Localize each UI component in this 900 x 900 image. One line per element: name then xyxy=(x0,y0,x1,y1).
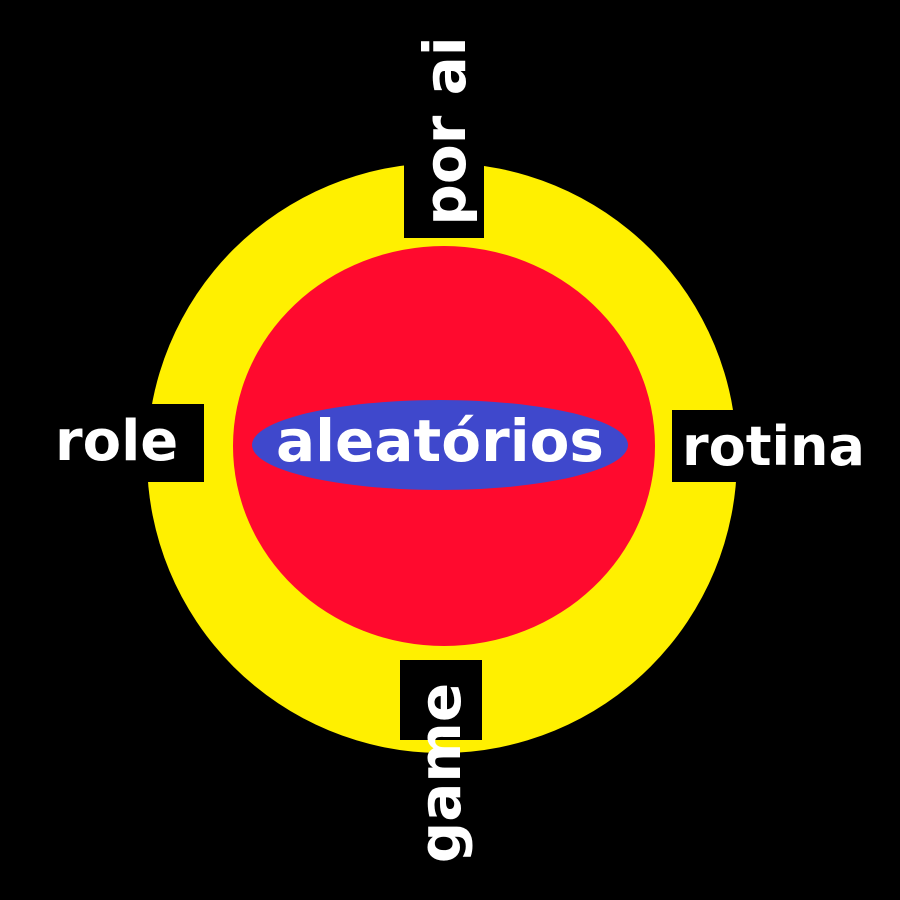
right-label: rotina xyxy=(682,415,865,478)
bottom-label: game xyxy=(406,682,474,864)
top-label-box xyxy=(404,152,484,238)
left-label-box xyxy=(50,404,204,482)
center-blue-ellipse xyxy=(252,400,628,490)
center-label: aleatórios xyxy=(276,407,604,475)
right-label-box xyxy=(672,410,870,482)
top-label: por ai xyxy=(411,36,479,226)
left-label: role xyxy=(55,409,179,474)
bottom-label-box xyxy=(400,660,482,740)
